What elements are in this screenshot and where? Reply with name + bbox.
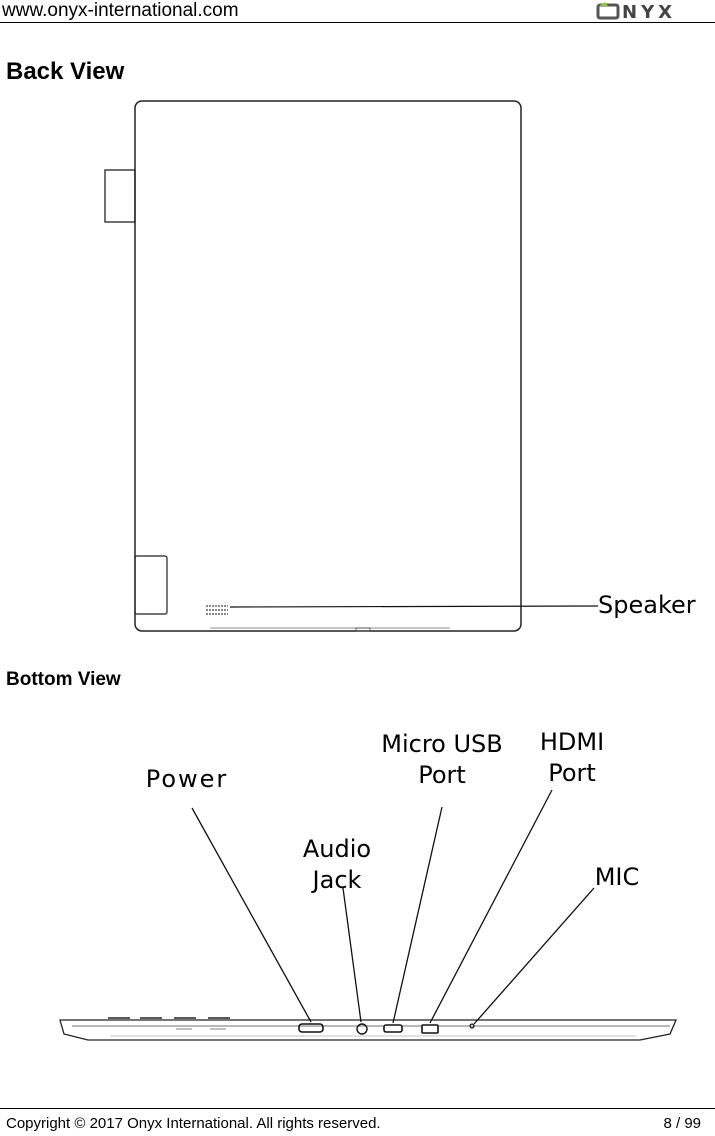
audio-jack-leader-line <box>342 887 362 1023</box>
audio-jack-label-line2: Jack <box>312 866 362 894</box>
onyx-logo: NYX <box>596 2 676 22</box>
power-label: Power <box>145 765 229 793</box>
footer-rule <box>0 1108 715 1109</box>
bottom-view-diagram <box>59 789 677 1041</box>
speaker-leader-line <box>229 605 599 608</box>
back-view-diagram <box>104 100 599 632</box>
mic-leader-line <box>473 887 595 1025</box>
speaker-label: Speaker <box>598 591 696 619</box>
header-rule <box>0 22 715 23</box>
hdmi-label-line2: Port <box>548 759 596 787</box>
micro-usb-label-line2: Port <box>418 761 466 789</box>
mic-hole <box>469 1023 475 1029</box>
micro-usb-port <box>383 1024 403 1033</box>
audio-jack-label-line1: Audio <box>302 835 372 863</box>
bottom-left-cutout <box>134 555 168 615</box>
footer-copyright: Copyright © 2017 Onyx International. All… <box>6 1115 381 1132</box>
device-bottom-edge <box>59 1017 677 1041</box>
power-leader-line <box>191 807 312 1023</box>
hdmi-leader-line <box>429 789 553 1024</box>
speaker-grille <box>206 605 228 615</box>
micro-usb-label-line1: Micro USB <box>381 730 503 758</box>
hdmi-port <box>421 1024 439 1034</box>
footer-page-number: 8 / 99 <box>663 1115 701 1132</box>
header-url: www.onyx-international.com <box>2 0 239 21</box>
hdmi-label-line1: HDMI <box>539 728 605 756</box>
bottom-view-title: Bottom View <box>6 669 121 690</box>
back-view-title: Back View <box>6 58 125 85</box>
svg-text:NYX: NYX <box>622 2 676 22</box>
micro-usb-leader-line <box>392 806 443 1024</box>
power-button <box>298 1023 324 1033</box>
device-back-outline <box>134 100 522 632</box>
mic-label: MIC <box>594 863 640 891</box>
audio-jack <box>356 1023 368 1035</box>
